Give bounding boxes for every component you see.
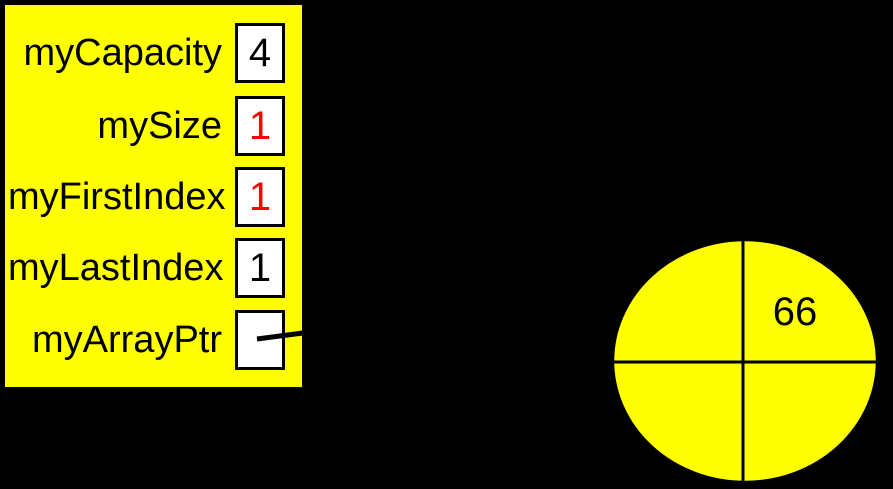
field-label-myarrayptr: myArrayPtr	[32, 319, 222, 361]
field-label-mycapacity: myCapacity	[23, 32, 223, 74]
array-slot-value: 66	[772, 290, 818, 334]
field-value-mylastindex: 1	[248, 246, 272, 290]
field-value-box-mycapacity: 4	[235, 23, 285, 83]
field-label-mysize: mySize	[97, 105, 222, 147]
field-row-mysize: mySize 1	[5, 96, 302, 156]
field-row-mylastindex: myLastIndex 1	[5, 238, 302, 298]
field-value-myfirstindex: 1	[248, 175, 272, 219]
field-value-mycapacity: 4	[248, 31, 272, 75]
field-value-mysize: 1	[248, 104, 272, 148]
field-label-mylastindex: myLastIndex	[8, 247, 224, 289]
field-value-box-mylastindex: 1	[235, 238, 285, 298]
field-row-mycapacity: myCapacity 4	[5, 23, 302, 83]
queue-object-record: myCapacity 4 mySize 1 myFirstIndex 1 myL…	[3, 3, 304, 389]
field-value-box-mysize: 1	[235, 96, 285, 156]
field-label-myfirstindex: myFirstIndex	[8, 176, 226, 218]
array-pointer-line	[256, 328, 319, 342]
field-value-box-myfirstindex: 1	[235, 167, 285, 227]
field-row-myfirstindex: myFirstIndex 1	[5, 167, 302, 227]
